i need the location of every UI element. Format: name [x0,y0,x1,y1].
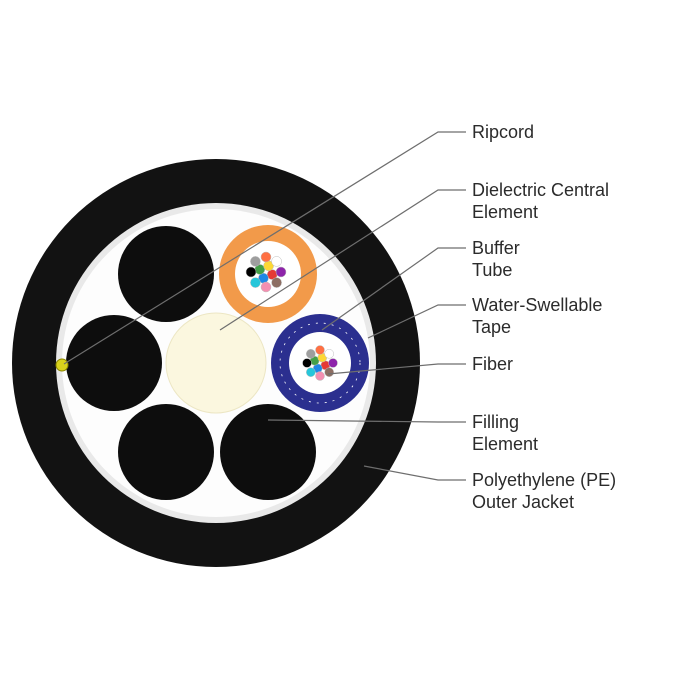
buffer-tube-blue-stripes [279,322,361,404]
fiber [275,266,287,278]
fiber [260,251,272,263]
leader-line-water-tape [367,304,466,339]
fiber-bundle-blue [302,345,338,381]
fiber [250,256,261,267]
filling-element [66,315,162,411]
fiber [271,277,282,288]
leader-line-central-element [219,189,466,331]
label-filling-element: Filling Element [472,412,539,454]
filling-element [220,404,316,500]
fiber [260,281,272,293]
ripcord [55,358,69,372]
label-water-swellable-tape: Water-Swellable Tape [472,295,603,337]
fiber [324,349,334,359]
label-outer-jacket: Polyethylene (PE) Outer Jacket [472,470,617,512]
label-fiber: Fiber [472,354,514,374]
fiber [328,358,338,368]
leader-line-filling-element [267,419,466,423]
leader-line-buffer-tube [321,247,466,331]
fiber [245,266,257,278]
label-buffer-tube: Buffer Tube [472,238,520,280]
filling-element [118,404,214,500]
label-ripcord: Ripcord [472,122,535,142]
fiber [306,367,316,377]
leader-line-ripcord [63,131,466,365]
filling-element [118,226,214,322]
fiber-bundle-orange [245,251,287,293]
fiber [250,277,261,288]
fiber [324,367,334,377]
fiber [306,349,316,359]
fiber [315,345,325,355]
leader-line-outer-jacket [363,465,466,481]
buffer-tube-blue-core [289,332,351,394]
dielectric-central-element [165,312,267,414]
fiber [302,358,312,368]
fiber [271,256,282,267]
leader-line-fiber [327,363,466,375]
label-central-element: Dielectric Central Element [472,180,610,222]
fiber [315,371,325,381]
